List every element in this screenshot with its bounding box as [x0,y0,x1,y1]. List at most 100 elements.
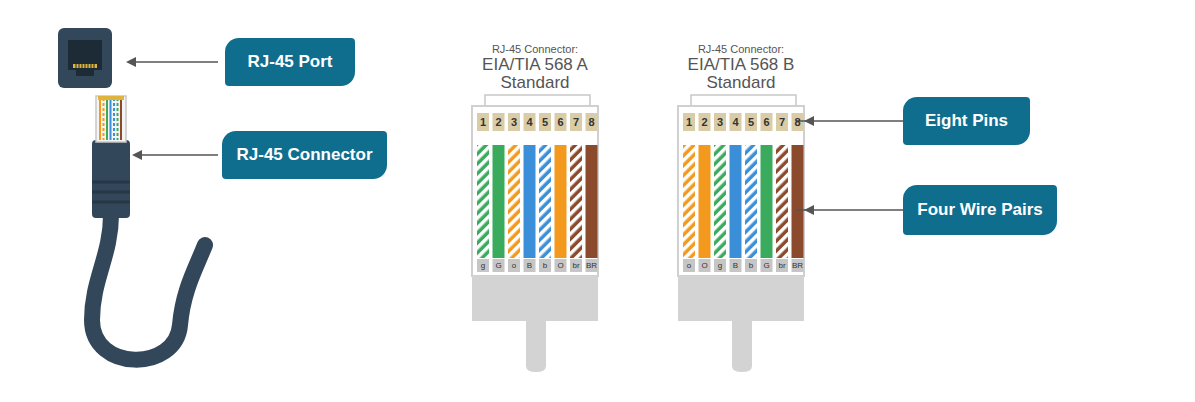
pin-number: 7 [775,113,790,131]
wire-code: O [697,259,712,272]
plug-drawing [472,95,598,372]
plug-heading: RJ-45 Connector:EIA/TIA 568 A Standard [460,43,610,92]
plug-drawing-part [526,321,546,372]
pin-number: 4 [522,113,537,131]
pin-number: 1 [682,113,697,131]
port-icon-part [58,28,112,88]
connector-plug: RJ-45 Connector:EIA/TIA 568 A Standard [472,106,598,321]
plug-caption: RJ-45 Connector: [460,43,610,56]
pin-number: 3 [713,113,728,131]
plug-drawing-part [508,145,520,258]
wire-code: br [775,259,790,272]
plug-drawing-part [730,145,742,258]
pin-number: 3 [507,113,522,131]
pin-number: 5 [538,113,553,131]
connector-icon-part [92,215,205,360]
leader-line-part [134,61,218,63]
pin-number: 2 [491,113,506,131]
callout-box: Eight Pins [903,97,1030,145]
wire-code: br [569,259,584,272]
plug-drawing-part [524,145,536,258]
plug-drawing-part [570,145,582,258]
port-icon-part [73,64,97,68]
plug-drawing-part [714,145,726,258]
connector-icon [92,96,205,360]
wire-code: g [476,259,491,272]
callout-text: Eight Pins [925,111,1008,131]
pin-number: 1 [476,113,491,131]
connector-icon-part [98,96,124,100]
leader-line-part [126,57,136,67]
callout-box: RJ-45 Connector [222,131,387,179]
plug-drawing-part [745,145,757,258]
arrow-head [804,205,814,215]
wire-code: BR [790,259,805,272]
connector-icon-part [92,140,130,218]
arrow-head [804,116,814,126]
callout-text: Four Wire Pairs [917,200,1043,220]
connector-icon-part [117,98,119,140]
connector-icon-part [110,98,112,140]
wire-code: G [491,259,506,272]
leader-line [132,150,218,160]
pin-number: 8 [584,113,599,131]
plug-drawing-part [539,145,551,258]
plug-drawing-part [477,145,489,258]
pin-number: 7 [569,113,584,131]
wire-code: B [728,259,743,272]
leader-arrow [796,205,903,215]
plug-heading: RJ-45 Connector:EIA/TIA 568 B Standard [666,43,816,92]
callout-box: Four Wire Pairs [903,185,1057,235]
standard-name: EIA/TIA 568 A Standard [460,56,610,92]
plug-drawing-part [493,145,505,258]
wire-code: b [538,259,553,272]
connector-plug: RJ-45 Connector:EIA/TIA 568 B Standard [678,106,804,321]
port-icon-part [76,64,94,68]
plug-drawing-part [699,145,711,258]
plug-drawing-part [472,276,598,321]
plug-drawing-part [761,145,773,258]
pin-number: 8 [790,113,805,131]
leader-line [126,57,218,67]
connector-icon-part [120,98,122,140]
plug-drawing-part [678,106,804,276]
callout-box: RJ-45 Port [225,38,355,86]
plug-drawing-part [683,145,695,258]
wire-code: o [507,259,522,272]
callout-text: RJ-45 Connector [236,145,372,165]
pin-number: 6 [759,113,774,131]
port-icon [58,28,112,88]
pin-number: 4 [728,113,743,131]
connector-icon-part [113,98,115,140]
leader-arrow [796,116,903,126]
port-icon-part [68,40,102,76]
connector-icon-part [92,182,130,202]
wire-code: o [682,259,697,272]
wire-code: b [744,259,759,272]
connector-icon-part [99,98,101,140]
plug-drawing [678,95,804,372]
connector-icon-part [103,98,105,140]
callout-text: RJ-45 Port [247,52,332,72]
plug-caption: RJ-45 Connector: [666,43,816,56]
wire-code: BR [584,259,599,272]
plug-drawing-part [586,145,598,258]
plug-drawing-part [732,321,752,372]
pin-number: 5 [744,113,759,131]
standard-name: EIA/TIA 568 B Standard [666,56,816,92]
pin-number: 6 [553,113,568,131]
wire-code: G [759,259,774,272]
plug-drawing-part [678,276,804,321]
wire-code: B [522,259,537,272]
plug-drawing-part [776,145,788,258]
plug-drawing-part [792,145,804,258]
leader-line-part [132,150,142,160]
leader-line-part [140,154,218,156]
connector-icon-part [96,96,126,142]
plug-drawing-part [555,145,567,258]
plug-drawing-part [472,106,598,276]
pin-number: 2 [697,113,712,131]
wire-code: g [713,259,728,272]
